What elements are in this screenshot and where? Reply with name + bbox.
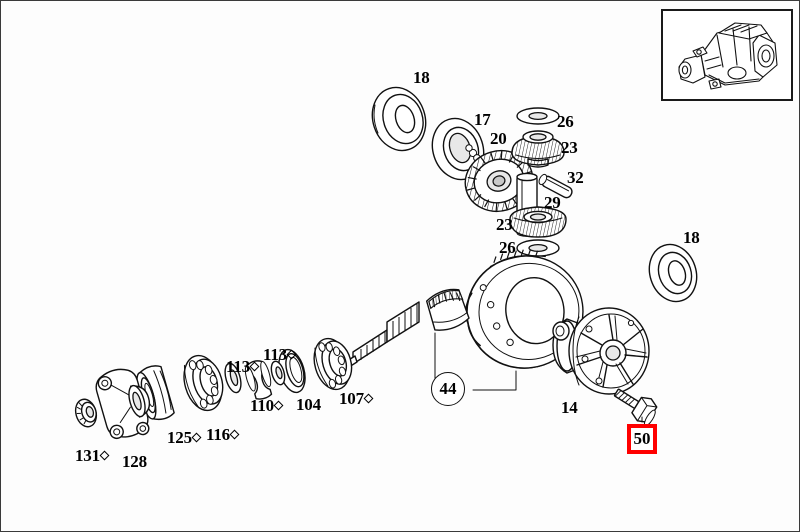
callout-113-b: 113 bbox=[263, 346, 297, 363]
callout-44-label: 44 bbox=[439, 379, 457, 398]
part-23-upper-pinion-gear bbox=[511, 130, 565, 168]
part-113-a-washer bbox=[224, 362, 242, 394]
lozenge-icon bbox=[251, 363, 260, 372]
part-26-upper-thrust-washer bbox=[516, 107, 560, 125]
part-107-tapered-roller-bearing bbox=[313, 337, 353, 391]
callout-128: 128 bbox=[122, 452, 147, 471]
part-26-lower-thrust-washer bbox=[516, 239, 560, 257]
callout-26-lower: 26 bbox=[499, 238, 516, 257]
lozenge-icon bbox=[193, 434, 202, 443]
callout-44-set-marker: 44 bbox=[431, 372, 465, 406]
part-18-right-thrust-washer bbox=[648, 243, 698, 303]
part-20-side-gear bbox=[464, 149, 534, 213]
lozenge-icon bbox=[231, 431, 240, 440]
part-128-drive-flange bbox=[95, 368, 151, 440]
callout-14: 14 bbox=[561, 398, 578, 417]
callout-110: 110 bbox=[250, 397, 284, 414]
callout-17: 17 bbox=[474, 110, 491, 129]
callout-29: 29 bbox=[544, 193, 561, 212]
callout-32: 32 bbox=[567, 168, 584, 187]
callout-20: 20 bbox=[490, 129, 507, 148]
callout-50-highlight-box[interactable]: 50 bbox=[627, 424, 657, 454]
callout-107: 107 bbox=[339, 390, 374, 407]
callout-18-left: 18 bbox=[413, 68, 430, 87]
callout-23-upper: 23 bbox=[561, 138, 578, 157]
part-116-pinion-bearing bbox=[183, 354, 224, 412]
part-23-lower-pinion-gear bbox=[509, 206, 567, 238]
lozenge-icon bbox=[288, 351, 297, 360]
callout-104: 104 bbox=[296, 395, 321, 414]
part-32-roll-pin bbox=[538, 173, 573, 199]
part-drive-pinion-shaft bbox=[346, 288, 470, 368]
part-104-spacer-ring bbox=[278, 348, 306, 394]
callout-125: 125 bbox=[167, 429, 202, 446]
part-ring-gear bbox=[465, 249, 584, 369]
part-18-left-thrust-washer bbox=[371, 86, 427, 152]
callout-23-lower: 23 bbox=[496, 215, 513, 234]
callout-116: 116 bbox=[206, 426, 240, 443]
inset-housing-drawing bbox=[678, 22, 778, 90]
lozenge-icon bbox=[101, 452, 110, 461]
callout-131: 131 bbox=[75, 447, 110, 464]
part-17-side-gear-washer bbox=[431, 117, 485, 181]
callout-113-a: 113 bbox=[226, 358, 260, 375]
callout-26-upper: 26 bbox=[557, 112, 574, 131]
part-14-differential-case bbox=[552, 307, 650, 395]
callout-18-right: 18 bbox=[683, 228, 700, 247]
inset-assembly-thumbnail[interactable] bbox=[661, 9, 793, 101]
lozenge-icon bbox=[275, 402, 284, 411]
part-131-flange-nut bbox=[74, 398, 98, 428]
part-113-b-washer bbox=[270, 360, 286, 386]
callout-50-label: 50 bbox=[633, 429, 651, 448]
lozenge-icon bbox=[365, 395, 374, 404]
